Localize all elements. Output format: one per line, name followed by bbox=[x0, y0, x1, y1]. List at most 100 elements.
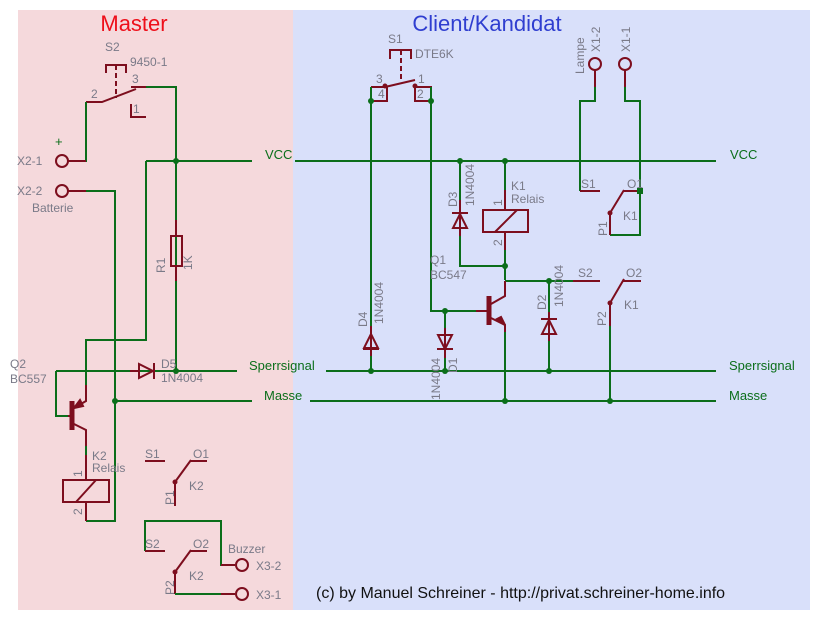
d1-name: D1 bbox=[446, 357, 460, 373]
buzzer-terminals: Buzzer X3-2 X3-1 bbox=[221, 542, 282, 602]
junction bbox=[502, 263, 508, 269]
x3-1-name: X3-1 bbox=[256, 588, 282, 602]
k1-c2-o: O2 bbox=[626, 266, 642, 280]
k2-c2-o: O2 bbox=[193, 537, 209, 551]
buzzer-label: Buzzer bbox=[228, 542, 265, 556]
client-region bbox=[293, 10, 810, 610]
k1-c2-name: K1 bbox=[624, 298, 639, 312]
s2-pin-1: 1 bbox=[133, 102, 140, 116]
relay-k1: K1 Relais 1 2 bbox=[482, 161, 544, 250]
switch-s1: S1 DTE6K 3 4 1 2 bbox=[371, 32, 454, 102]
d1-value: 1N4004 bbox=[429, 358, 443, 400]
junction bbox=[546, 278, 552, 284]
d5-name: D5 bbox=[161, 357, 177, 371]
diode-d5: D5 1N4004 bbox=[130, 357, 203, 385]
k1-value: Relais bbox=[511, 192, 544, 206]
k2-contact-1: S1 O1 K2 P1 bbox=[145, 447, 209, 506]
transistor-q1: Q1 BC547 bbox=[430, 253, 506, 401]
junction bbox=[607, 398, 613, 404]
master-title: Master bbox=[100, 11, 167, 36]
s1-pin-4: 4 bbox=[378, 87, 385, 101]
d4-name: D4 bbox=[356, 311, 370, 327]
junction bbox=[368, 368, 374, 374]
lampe-label: Lampe bbox=[573, 37, 587, 74]
k2-c2-name: K2 bbox=[189, 569, 204, 583]
s1-value: DTE6K bbox=[415, 47, 454, 61]
s2-pin-3: 3 bbox=[132, 72, 139, 86]
vcc-label-right: VCC bbox=[730, 147, 757, 162]
junction bbox=[442, 368, 448, 374]
junction bbox=[502, 158, 508, 164]
k2-c2-p: P2 bbox=[163, 580, 177, 595]
x1-1-name: X1-1 bbox=[619, 26, 633, 52]
x2-2-name: X2-2 bbox=[17, 184, 43, 198]
sperrsignal-label-left: Sperrsignal bbox=[249, 358, 315, 373]
s1-name: S1 bbox=[388, 32, 403, 46]
k2-c2-s: S2 bbox=[145, 537, 160, 551]
junction bbox=[457, 158, 463, 164]
junction bbox=[368, 98, 374, 104]
k2-c1-p: P1 bbox=[163, 490, 177, 505]
q1-value: BC547 bbox=[430, 268, 467, 282]
junction bbox=[637, 188, 643, 194]
vcc-net: VCC VCC bbox=[146, 147, 757, 162]
vcc-label-left: VCC bbox=[265, 147, 292, 162]
s1-pin-3: 3 bbox=[376, 72, 383, 86]
junction bbox=[502, 398, 508, 404]
k2-c1-s: S1 bbox=[145, 447, 160, 461]
diode-d2: D2 1N4004 bbox=[535, 265, 566, 371]
junction bbox=[546, 368, 552, 374]
junction bbox=[173, 368, 179, 374]
masse-label-right: Masse bbox=[729, 388, 767, 403]
k2-value: Relais bbox=[92, 461, 125, 475]
relay-k2: K2 Relais 1 2 bbox=[62, 446, 125, 521]
lampe-terminals: Lampe X1-2 X1-1 bbox=[573, 26, 633, 87]
terminal-x2-2: X2-2 Batterie bbox=[17, 184, 86, 215]
x2-2-label: Batterie bbox=[32, 201, 74, 215]
k2-c1-o: O1 bbox=[193, 447, 209, 461]
junction bbox=[428, 98, 434, 104]
x2-1-name: X2-1 bbox=[17, 154, 43, 168]
x2-1-polarity: + bbox=[55, 134, 63, 149]
client-title: Client/Kandidat bbox=[412, 11, 561, 36]
r1-name: R1 bbox=[154, 257, 168, 273]
masse-label-left: Masse bbox=[264, 388, 302, 403]
terminal-x2-1: + X2-1 bbox=[17, 134, 86, 168]
k1-pin-2: 2 bbox=[491, 239, 505, 246]
k1-name: K1 bbox=[511, 179, 526, 193]
junction bbox=[112, 398, 118, 404]
s1-pin-2: 2 bbox=[417, 87, 424, 101]
d5-value: 1N4004 bbox=[161, 371, 203, 385]
s2-pin-2: 2 bbox=[91, 87, 98, 101]
k2-pin-2: 2 bbox=[71, 508, 85, 515]
switch-s2: S2 9450-1 2 3 1 bbox=[86, 40, 168, 118]
masse-net: Masse Masse bbox=[115, 388, 767, 403]
resistor-r1: R1 1K bbox=[154, 220, 195, 281]
x1-2-name: X1-2 bbox=[589, 26, 603, 52]
k2-pin-1: 1 bbox=[71, 470, 85, 477]
q2-value: BC557 bbox=[10, 372, 47, 386]
k1-c2-p: P2 bbox=[595, 311, 609, 326]
diode-d4: D4 1N4004 bbox=[356, 282, 386, 356]
k1-c1-name: K1 bbox=[623, 209, 638, 223]
k1-c1-s: S1 bbox=[581, 177, 596, 191]
s2-value: 9450-1 bbox=[130, 55, 168, 69]
k2-name: K2 bbox=[92, 449, 107, 463]
s1-pin-1: 1 bbox=[418, 72, 425, 86]
d2-value: 1N4004 bbox=[552, 265, 566, 307]
k1-c2-s: S2 bbox=[578, 266, 593, 280]
junction bbox=[442, 308, 448, 314]
k1-pin-1: 1 bbox=[491, 199, 505, 206]
copyright: (c) by Manuel Schreiner - http://privat.… bbox=[316, 585, 725, 602]
transistor-q2: Q2 BC557 bbox=[10, 357, 87, 446]
q2-name: Q2 bbox=[10, 357, 26, 371]
x3-2-name: X3-2 bbox=[256, 559, 282, 573]
d3-value: 1N4004 bbox=[463, 164, 477, 206]
s2-name: S2 bbox=[105, 40, 120, 54]
sperrsignal-label-right: Sperrsignal bbox=[729, 358, 795, 373]
junction bbox=[173, 158, 179, 164]
sperrsignal-net: Sperrsignal Sperrsignal bbox=[56, 358, 795, 373]
k1-c1-p: P1 bbox=[596, 221, 610, 236]
d4-value: 1N4004 bbox=[372, 282, 386, 324]
